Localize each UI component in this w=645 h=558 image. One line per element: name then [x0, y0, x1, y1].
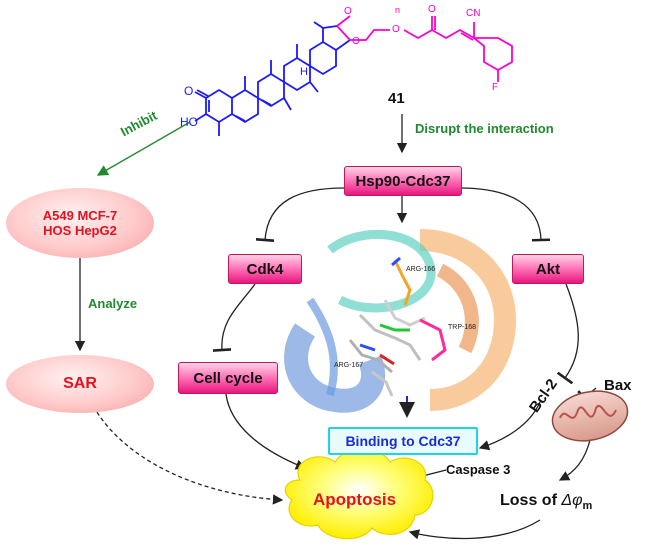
compound-number: 41 [388, 90, 405, 107]
molecule-atom-o2: O [344, 6, 352, 17]
molecule-chain [336, 15, 513, 82]
disrupt-label: Disrupt the interaction [415, 121, 554, 136]
bax-label: Bax [604, 377, 632, 394]
molecule-atom-o4: O [392, 24, 400, 35]
residue-trp168: TRP-168 [448, 324, 477, 331]
residue-arg167: ARG-167 [334, 362, 364, 369]
cell-lines-line2: HOS HepG2 [43, 223, 117, 238]
molecule-atom-n: n [395, 5, 401, 15]
caspase3-label: Caspase 3 [446, 462, 511, 477]
binding-cdc37-box: Binding to Cdc37 [328, 427, 478, 455]
molecule-atom-o5: O [428, 4, 436, 15]
sar-label: SAR [63, 375, 97, 392]
molecule-atom-o3: O [352, 36, 360, 47]
loss-prefix: Loss of [500, 492, 562, 509]
mitochondrion-icon [551, 390, 629, 442]
analyze-label: Analyze [88, 296, 138, 311]
molecule-atom-ho: HO [180, 115, 198, 129]
molecule-atom-f: F [492, 82, 499, 93]
sar-ellipse: SAR [6, 355, 154, 413]
residue-arg166: ARG-166 [406, 266, 436, 273]
molecule-core [194, 21, 351, 136]
cell-cycle-box: Cell cycle [178, 362, 278, 394]
cell-lines-line1: A549 MCF-7 [42, 208, 118, 223]
akt-box: Akt [512, 254, 584, 284]
delta-phi-symbol: Δφ [561, 492, 583, 509]
protein-structure [284, 220, 517, 440]
molecule-atom-o1: O [184, 84, 194, 98]
apoptosis-label: Apoptosis [313, 490, 397, 509]
molecule-atom-h: H [300, 66, 308, 78]
hsp90-cdc37-box: Hsp90-Cdc37 [344, 166, 462, 196]
loss-label: Loss of Δφm [500, 492, 592, 512]
molecule-atom-cn: CN [466, 8, 481, 19]
cell-lines-ellipse: A549 MCF-7 HOS HepG2 [6, 188, 154, 258]
delta-phi-subscript: m [582, 500, 593, 513]
cdk4-box: Cdk4 [228, 254, 302, 284]
